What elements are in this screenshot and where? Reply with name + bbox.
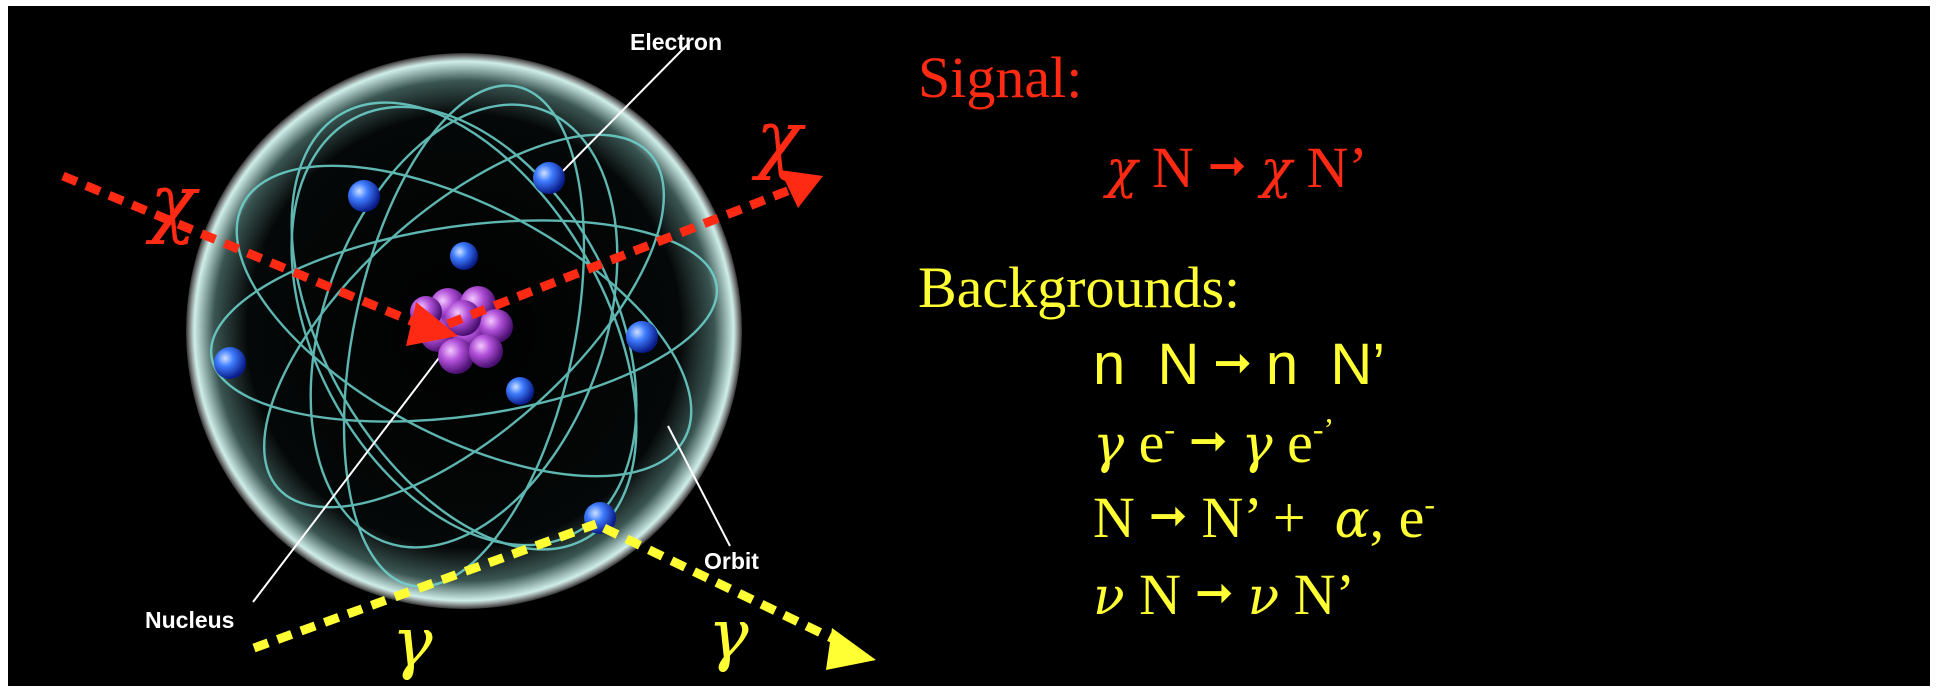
reaction-arrow-icon: ➞ bbox=[1207, 138, 1247, 192]
nucleus-label: Nucleus bbox=[145, 607, 234, 633]
chi-trajectory bbox=[61, 171, 802, 333]
atom-diagram: Electron Nucleus Orbit χ χ γ γ bbox=[61, 29, 876, 683]
electron bbox=[506, 377, 534, 405]
signal-lhs-target: N bbox=[1152, 135, 1194, 200]
bg2-lhs-particle: γ bbox=[1093, 415, 1125, 475]
electrons bbox=[214, 162, 658, 534]
signal-equation: χ N➞χ N’ bbox=[1106, 134, 1368, 201]
orbit-label: Orbit bbox=[704, 548, 759, 574]
background-reaction-radioactive: N➞N’ + α, e- bbox=[1093, 484, 1435, 551]
chi-outgoing-arrowhead bbox=[780, 170, 823, 208]
bg2-rhs-target: e bbox=[1287, 410, 1313, 475]
electron bbox=[626, 321, 658, 353]
electron bbox=[214, 347, 246, 379]
chi-incoming-arrowhead bbox=[406, 302, 458, 346]
bg4-rhs-particle: ν bbox=[1247, 567, 1280, 627]
bg2-rhs-sup: -’ bbox=[1312, 411, 1335, 447]
reaction-arrow-icon: ➞ bbox=[1148, 488, 1188, 542]
signal-rhs-target: N’ bbox=[1306, 135, 1368, 200]
chi-outgoing-symbol: χ bbox=[751, 93, 806, 182]
electron bbox=[450, 242, 478, 270]
bg4-rhs-target: N’ bbox=[1293, 562, 1355, 627]
bg3-rhs-a: N’ + bbox=[1201, 485, 1335, 550]
bg2-lhs-target: e bbox=[1138, 410, 1165, 475]
signal-rhs-particle: χ bbox=[1260, 140, 1292, 200]
bg3-lhs: N bbox=[1093, 485, 1135, 550]
chi-incoming-symbol: χ bbox=[145, 157, 200, 246]
bg3-rhs-b: , e bbox=[1369, 485, 1425, 550]
background-reaction-gamma: γ e-➞γ e-’ bbox=[1093, 409, 1334, 476]
bg2-lhs-sup: - bbox=[1164, 411, 1175, 447]
bg4-lhs-particle: ν bbox=[1093, 567, 1125, 627]
signal-lhs-particle: χ bbox=[1106, 140, 1138, 200]
backgrounds-title: Backgrounds: bbox=[918, 255, 1241, 320]
label-pointers bbox=[252, 43, 731, 603]
gamma-trajectory bbox=[252, 519, 850, 653]
electron bbox=[533, 162, 565, 194]
gamma-outgoing-symbol: γ bbox=[708, 596, 749, 675]
electron-label: Electron bbox=[630, 29, 722, 55]
gamma-outgoing-arrowhead bbox=[826, 628, 876, 670]
bg1-rhs: n N’ bbox=[1265, 332, 1386, 397]
bg1-lhs: n N bbox=[1093, 332, 1200, 397]
orbit-paths bbox=[209, 84, 719, 588]
background-reaction-neutron: n N➞n N’ bbox=[1093, 331, 1385, 398]
bg3-rhs-particle: α bbox=[1334, 490, 1370, 550]
slide: Electron Nucleus Orbit χ χ γ γ Signal: χ… bbox=[8, 6, 1930, 686]
background-reaction-neutrino: ν N➞ν N’ bbox=[1093, 561, 1355, 628]
electron bbox=[348, 180, 380, 212]
signal-title: Signal: bbox=[918, 45, 1083, 110]
bg2-rhs-particle: γ bbox=[1241, 415, 1273, 475]
reaction-arrow-icon: ➞ bbox=[1213, 335, 1252, 389]
reaction-arrow-icon: ➞ bbox=[1188, 413, 1228, 467]
reaction-arrow-icon: ➞ bbox=[1195, 565, 1234, 619]
bg4-lhs-target: N bbox=[1139, 562, 1182, 627]
gamma-incoming-symbol: γ bbox=[392, 604, 433, 683]
bg3-rhs-sup: - bbox=[1424, 486, 1436, 522]
